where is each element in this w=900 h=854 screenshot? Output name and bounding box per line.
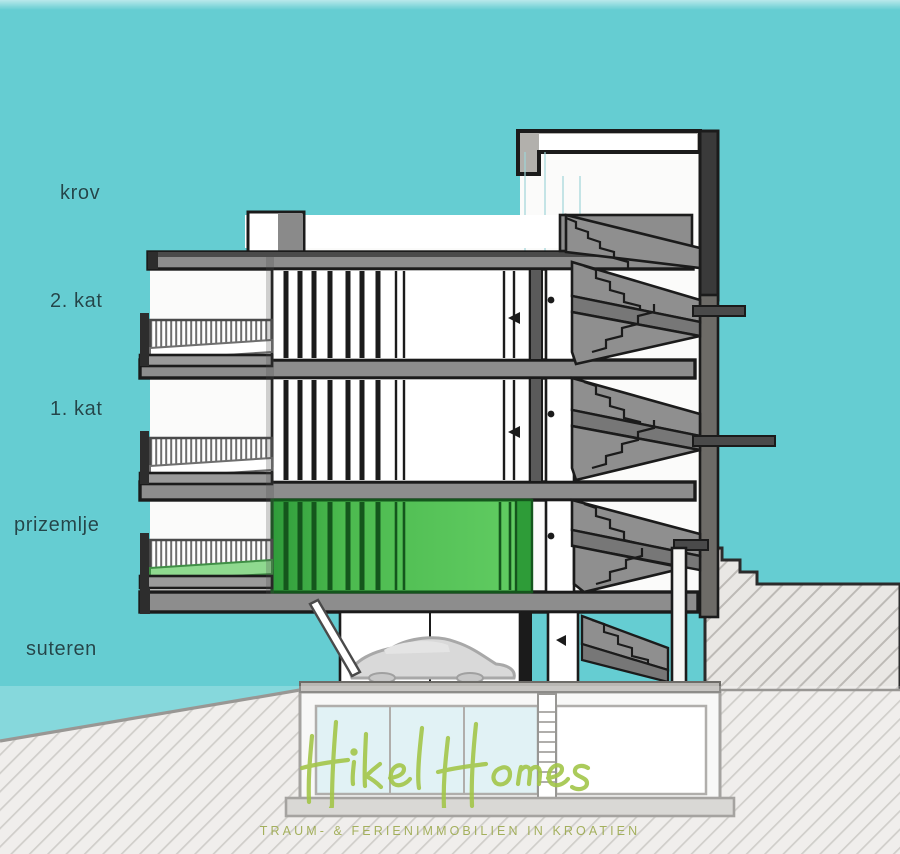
terrain-slope-line [0,688,301,743]
roof-box-shade [278,214,303,251]
left-base-wall [140,588,150,614]
roof-eave-left [148,252,158,269]
partition-ground-highlight [514,498,534,594]
basement-glazing [314,704,540,796]
door-ground [544,498,576,594]
door-swing-marker-floor1 [508,426,520,438]
canopy-beam-lower [673,539,709,551]
right-return-wall [670,546,688,692]
door-hinge-floor1 [547,410,555,418]
suteren-wall [520,612,532,690]
floor-label-krov: krov [60,182,101,204]
stair-flight-ground-b [572,544,685,594]
glass-lines-floor2 [394,271,516,358]
bay-glazing-ground-highlight [270,498,532,594]
roof-slab-topline [148,252,693,257]
floor-label-suteren: suteren [26,638,97,660]
suteren-floor-slab [299,681,721,693]
stair-flight-floor2-b [570,304,701,366]
basement-room [554,704,708,796]
watermark-tagline: TRAUM- & FERIENIMMOBILIEN IN KROATIEN [259,824,641,838]
right-exterior-wall-lower [698,293,720,619]
bay-glazing-floor2 [270,267,532,362]
canopy-beam-middle [692,435,776,447]
suteren-door-swing [556,635,566,646]
slab-ground [138,590,700,614]
door-hinge-floor2 [547,296,555,304]
stair-flight-suteren [580,614,670,684]
door-floor1 [544,376,576,484]
ramp-strut [308,598,362,678]
car-silhouette [348,636,516,684]
floor-label-kat1: 1. kat [50,398,103,420]
glass-lines-floor1 [394,380,516,480]
stair-flight-floor1-b [570,420,701,482]
suteren-door [546,610,580,692]
canopy-beam-upper [692,305,746,317]
balcony-ground [138,533,274,590]
glass-lines-ground [394,502,512,590]
stair-flight-roof [564,213,702,270]
floor-label-prizemlje: prizemlje [14,514,100,536]
door-swing-marker-floor2 [508,312,520,324]
mullions-ground [283,502,381,590]
partition-floor1 [529,377,543,483]
basement-footing [284,796,736,818]
parapet-inner-white [539,134,697,150]
bay-glazing-floor1 [270,376,532,484]
mullions-floor1 [283,380,381,480]
stair-landing-ground [570,528,702,572]
right-exterior-wall-upper [698,129,720,302]
balcony-floor1 [138,431,274,486]
balcony-floor2 [138,313,274,368]
partition-floor2 [529,268,543,361]
door-hinge-ground [547,532,555,540]
mullions-floor2 [283,271,381,358]
floor-label-kat2: 2. kat [50,290,103,312]
door-floor2 [544,267,576,362]
interior-wall-line [266,252,274,594]
